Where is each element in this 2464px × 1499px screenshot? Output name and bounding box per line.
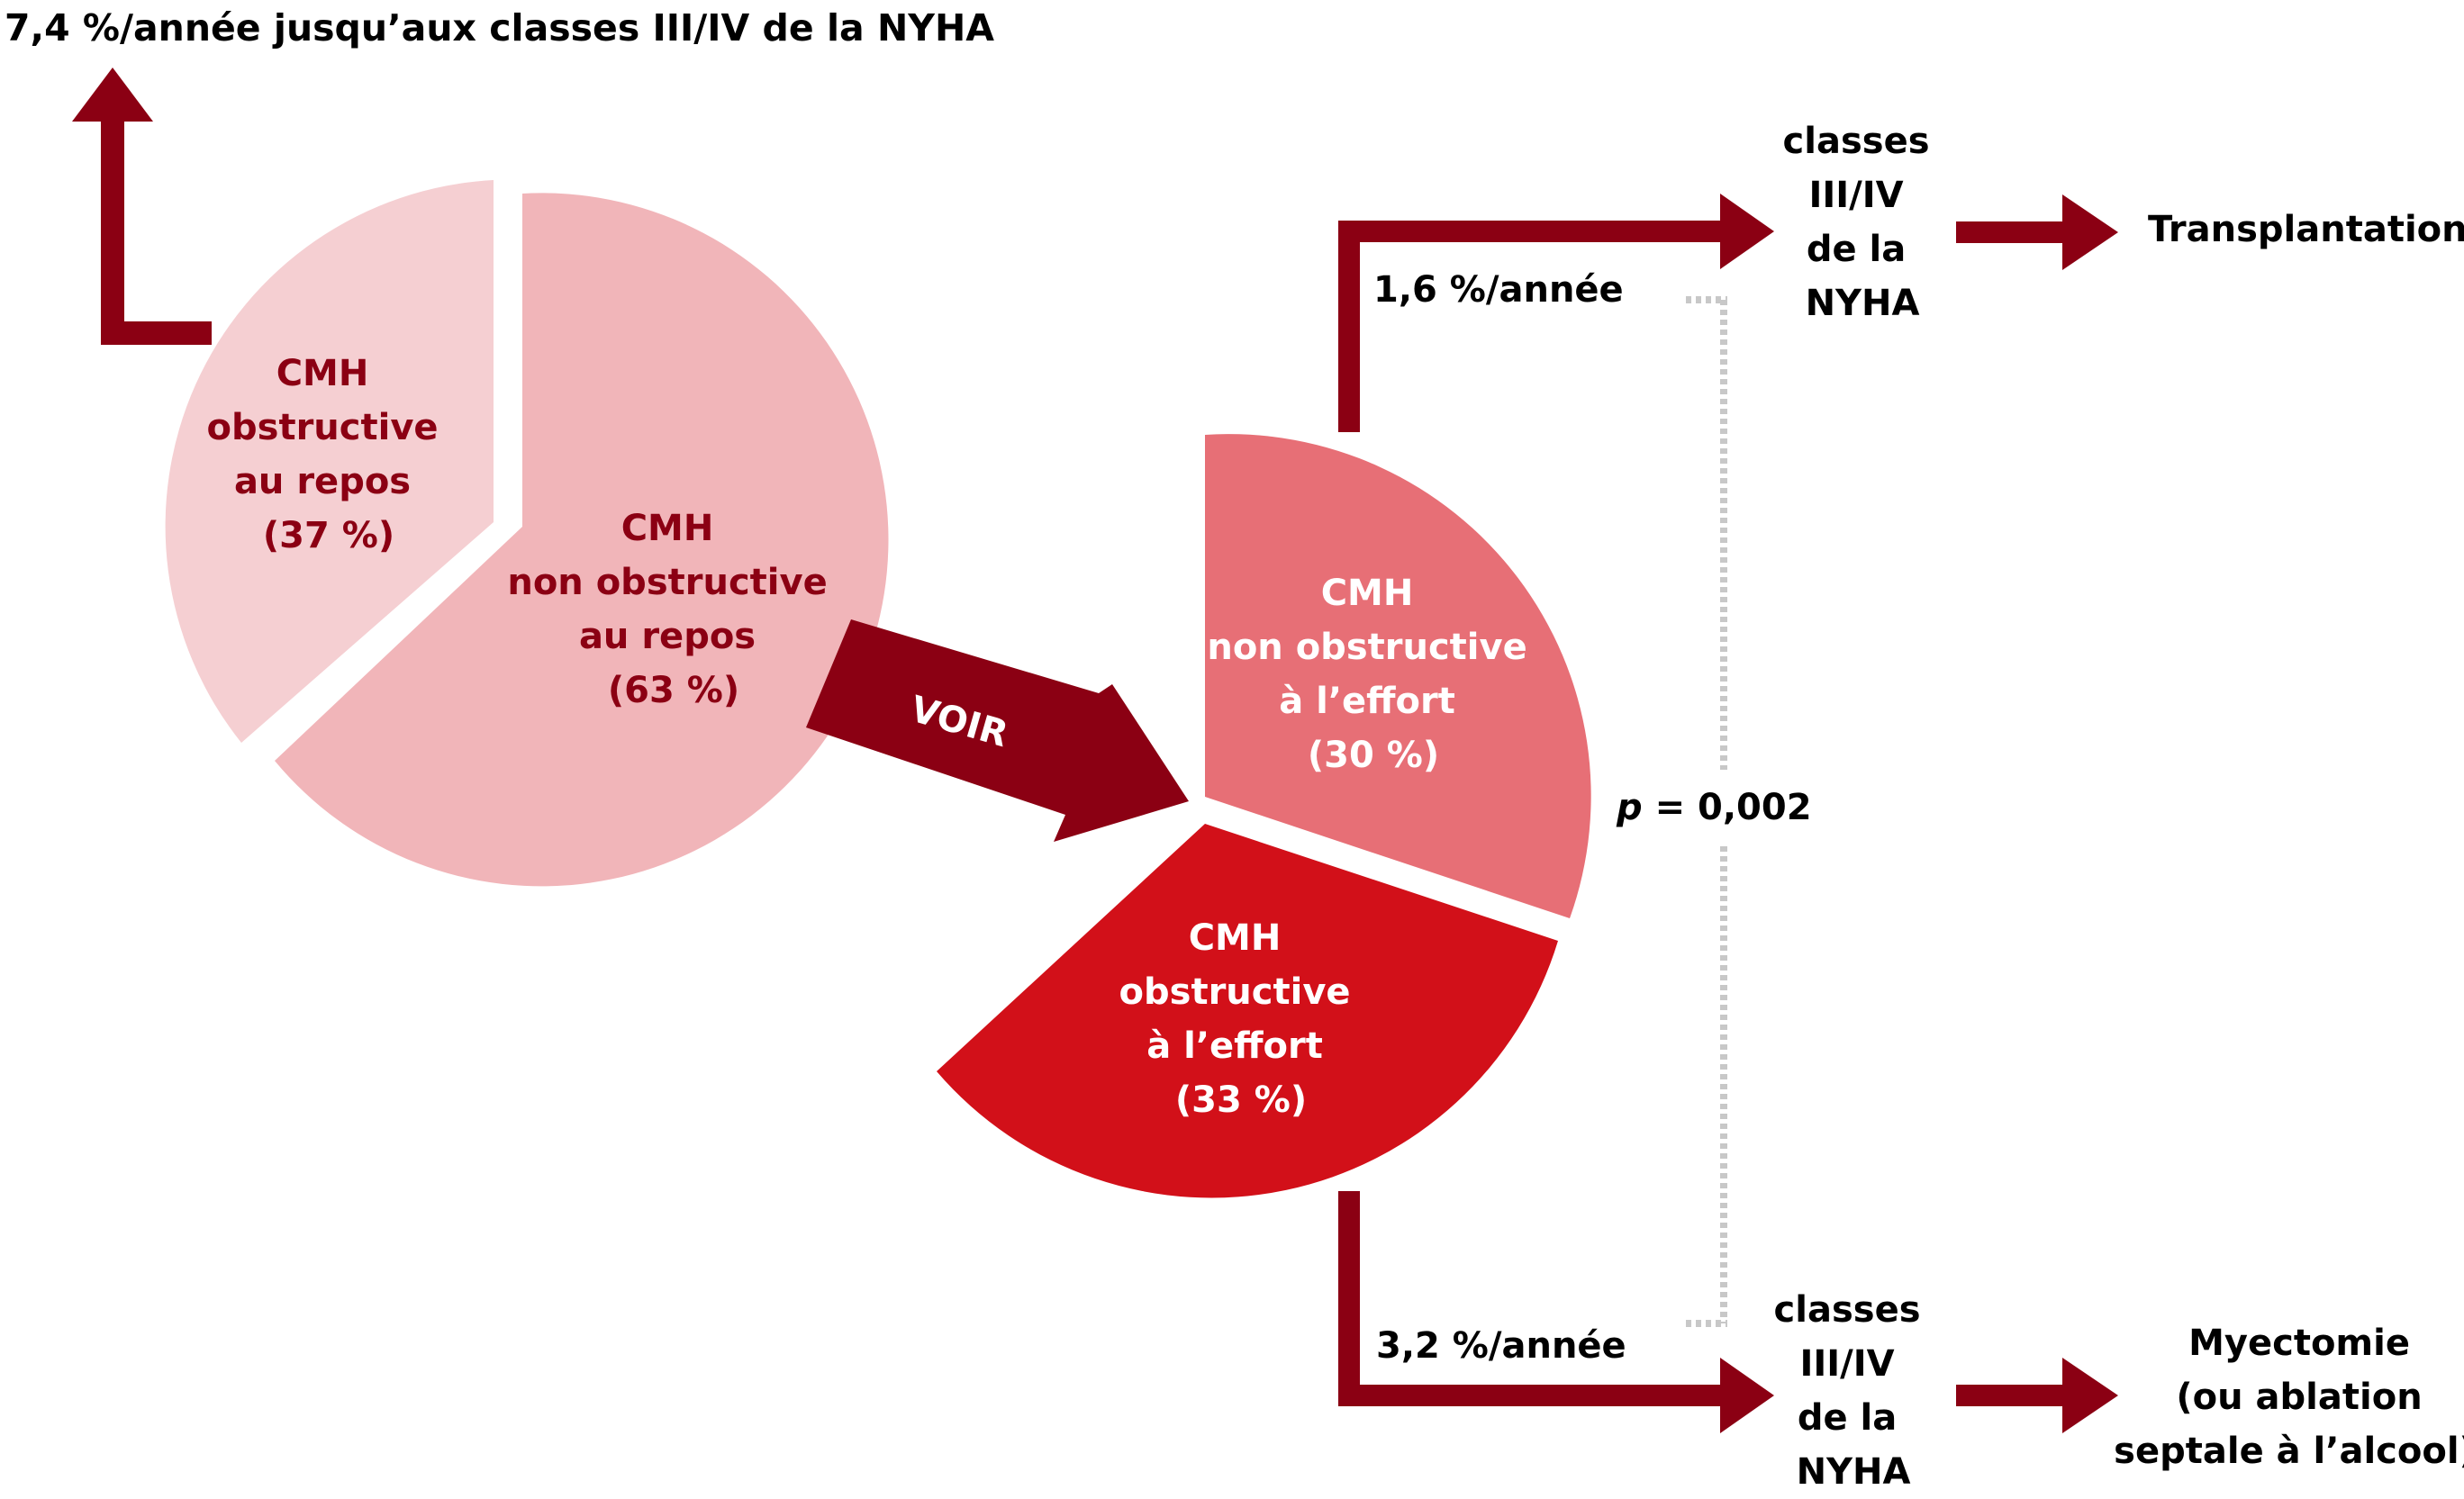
- left-pie: [165, 180, 889, 887]
- p-value-bracket: [1686, 296, 1727, 1327]
- right-obstructive-label: CMH obstructive à l’effort (33 %): [1119, 917, 1363, 1121]
- right-pie-slice-obstructive: [937, 824, 1558, 1198]
- myectomy-label: Myectomie (ou ablation septale à l’alcoo…: [2114, 1323, 2464, 1472]
- top-note-arrow: [72, 68, 212, 345]
- p-value-label: p = 0,002: [1616, 787, 1812, 828]
- left-pie-slice-obstructive: [165, 180, 494, 743]
- transplantation-arrow: [1956, 194, 2118, 270]
- top-branch-arrow: [1338, 194, 1774, 432]
- left-pie-slice-non-obstructive: [275, 193, 889, 887]
- bottom-nyha-label: classes III/IV de la NYHA: [1774, 1289, 1934, 1493]
- transplantation-label: Transplantation: [2148, 209, 2464, 250]
- top-note: 7,4 %/année jusqu’aux classes III/IV de …: [5, 6, 994, 50]
- top-nyha-label: classes III/IV de la NYHA: [1783, 121, 1943, 324]
- bottom-branch-rate: 3,2 %/année: [1376, 1325, 1626, 1367]
- top-branch-rate: 1,6 %/année: [1373, 269, 1624, 311]
- bottom-branch-arrow: [1338, 1191, 1774, 1433]
- right-non-obstructive-label: CMH non obstructive à l’effort (30 %): [1207, 573, 1539, 776]
- myectomy-arrow: [1956, 1358, 2118, 1433]
- left-obstructive-label: CMH obstructive au repos (37 %): [207, 353, 451, 556]
- right-pie: [937, 434, 1591, 1198]
- left-non-obstructive-label: CMH non obstructive au repos (63 %): [507, 508, 839, 711]
- right-pie-slice-non-obstructive: [1205, 434, 1591, 918]
- voir-arrow: [806, 619, 1189, 842]
